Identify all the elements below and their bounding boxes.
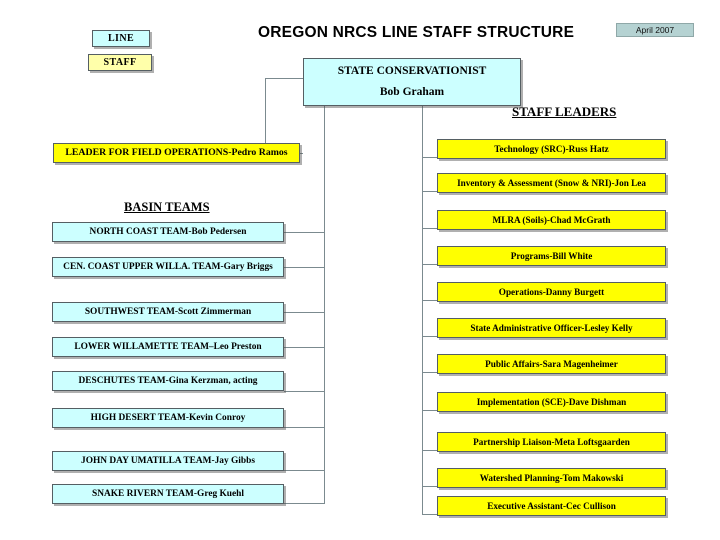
connector-basin-stub	[284, 232, 325, 233]
node-staff-leader[interactable]: Inventory & Assessment (Snow & NRI)-Jon …	[437, 173, 666, 193]
connector-basin-trunk	[324, 106, 325, 503]
connector-basin-stub	[284, 391, 325, 392]
node-staff-leader[interactable]: Public Affairs-Sara Magenheimer	[437, 354, 666, 374]
date-badge: April 2007	[616, 23, 694, 37]
connector-staff-stub	[422, 514, 438, 515]
node-basin-team[interactable]: JOHN DAY UMATILLA TEAM-Jay Gibbs	[52, 451, 284, 471]
node-state-conservationist[interactable]: STATE CONSERVATIONIST Bob Graham	[303, 58, 521, 106]
connector-staff-stub	[422, 486, 438, 487]
connector-staff-stub	[422, 264, 438, 265]
node-leader-field-operations[interactable]: LEADER FOR FIELD OPERATIONS-Pedro Ramos	[53, 143, 300, 163]
legend-staff-box: STAFF	[88, 54, 152, 71]
node-staff-leader[interactable]: Partnership Liaison-Meta Loftsgaarden	[437, 432, 666, 452]
connector-basin-stub	[284, 267, 325, 268]
node-staff-leader[interactable]: State Administrative Officer-Lesley Kell…	[437, 318, 666, 338]
node-staff-leader[interactable]: Implementation (SCE)-Dave Dishman	[437, 392, 666, 412]
connector-staff-stub	[422, 410, 438, 411]
connector-staff-stub	[422, 300, 438, 301]
node-basin-team[interactable]: SOUTHWEST TEAM-Scott Zimmerman	[52, 302, 284, 322]
staff-leaders-header: STAFF LEADERS	[512, 104, 617, 119]
connector-staff-trunk	[422, 106, 423, 514]
connector-root-to-fieldops-v	[265, 78, 266, 153]
node-staff-leader[interactable]: Watershed Planning-Tom Makowski	[437, 468, 666, 488]
connector-staff-stub	[422, 157, 438, 158]
node-staff-leader[interactable]: Executive Assistant-Cec Cullison	[437, 496, 666, 516]
connector-basin-stub	[284, 503, 325, 504]
connector-basin-stub	[284, 347, 325, 348]
node-basin-team[interactable]: NORTH COAST TEAM-Bob Pedersen	[52, 222, 284, 242]
connector-basin-stub	[284, 470, 325, 471]
connector-basin-stub	[284, 427, 325, 428]
connector-staff-stub	[422, 228, 438, 229]
node-staff-leader[interactable]: Programs-Bill White	[437, 246, 666, 266]
node-staff-leader[interactable]: Technology (SRC)-Russ Hatz	[437, 139, 666, 159]
page-title: OREGON NRCS LINE STAFF STRUCTURE	[258, 24, 575, 41]
node-basin-team[interactable]: SNAKE RIVERN TEAM-Greg Kuehl	[52, 484, 284, 504]
connector-staff-stub	[422, 372, 438, 373]
root-name: Bob Graham	[379, 85, 445, 98]
connector-root-to-fieldops-h	[265, 78, 303, 79]
node-basin-team[interactable]: HIGH DESERT TEAM-Kevin Conroy	[52, 408, 284, 428]
node-staff-leader[interactable]: MLRA (Soils)-Chad McGrath	[437, 210, 666, 230]
connector-basin-stub	[284, 312, 325, 313]
basin-teams-header: BASIN TEAMS	[124, 200, 210, 214]
root-title: STATE CONSERVATIONIST	[337, 65, 487, 78]
node-basin-team[interactable]: LOWER WILLAMETTE TEAM–Leo Preston	[52, 337, 284, 357]
node-staff-leader[interactable]: Operations-Danny Burgett	[437, 282, 666, 302]
connector-staff-stub	[422, 191, 438, 192]
node-basin-team[interactable]: DESCHUTES TEAM-Gina Kerzman, acting	[52, 371, 284, 391]
node-basin-team[interactable]: CEN. COAST UPPER WILLA. TEAM-Gary Briggs	[52, 257, 284, 277]
connector-staff-stub	[422, 450, 438, 451]
connector-staff-stub	[422, 336, 438, 337]
legend-line-box: LINE	[92, 30, 150, 47]
